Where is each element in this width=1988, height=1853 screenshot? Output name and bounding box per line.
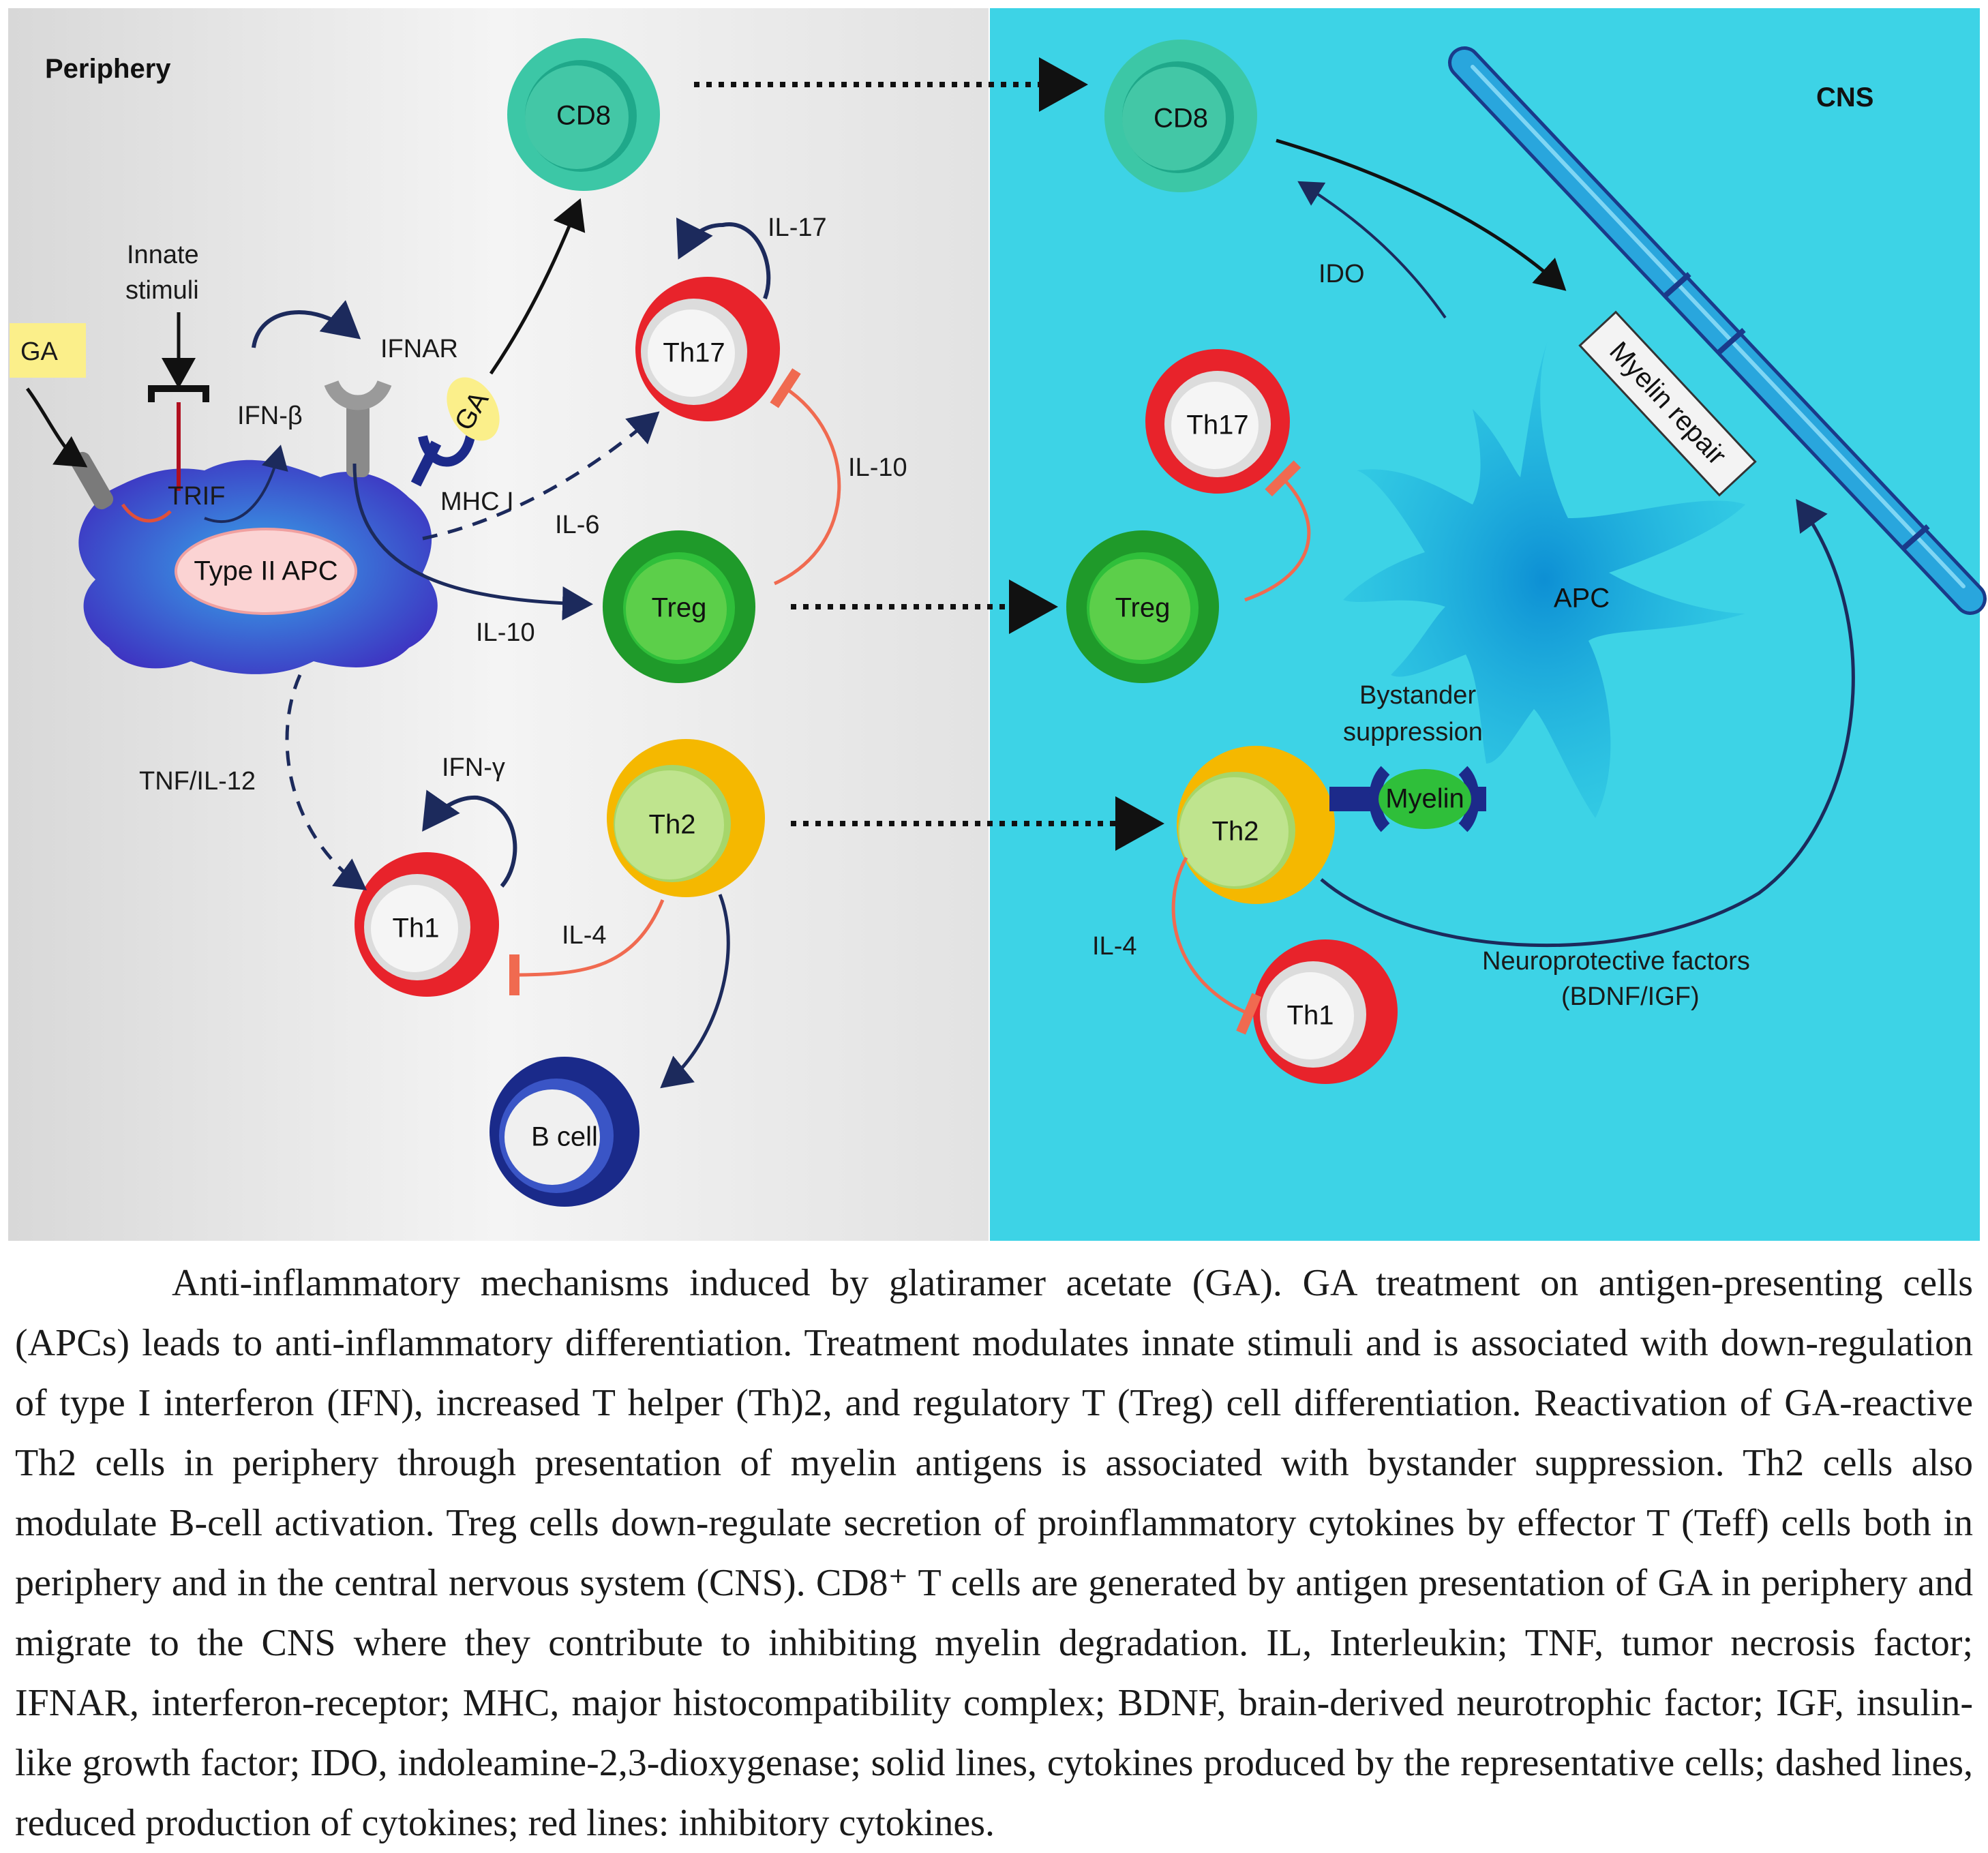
th2-th1-inhibit: [509, 899, 665, 996]
ga-label: GA: [20, 337, 59, 366]
cd8-cns-label: CD8: [1154, 104, 1208, 134]
th1-periphery-label: Th1: [393, 914, 440, 944]
ifnar-receptor: [324, 380, 392, 477]
neuroprotective-arrow: [1320, 498, 1855, 948]
bystander-label-2: suppression: [1343, 718, 1483, 747]
ifnb-arrow: [252, 300, 361, 348]
type2-apc-label: Type II APC: [194, 556, 337, 586]
mhc-cd8-arrow: [489, 198, 586, 375]
il4-periphery-label: IL-4: [562, 921, 606, 950]
periphery-label: Periphery: [45, 54, 171, 84]
th17-cns-cell: Th17: [1145, 349, 1290, 494]
treg-cns-label: Treg: [1115, 593, 1171, 623]
ido-label: IDO: [1319, 260, 1365, 288]
treg-periphery-cell: Treg: [603, 530, 755, 683]
innate-receptor: [148, 385, 209, 491]
th1-cns-cell: Th1: [1253, 939, 1398, 1084]
innate-stimuli-label-2: stimuli: [125, 276, 199, 305]
il6-label: IL-6: [555, 511, 599, 539]
il10-treg-label: IL-10: [848, 453, 907, 482]
neuroprotective-label-2: (BDNF/IGF): [1561, 982, 1700, 1011]
ifnar-label: IFNAR: [380, 335, 458, 363]
type2-apc-nucleus: [175, 528, 357, 615]
ido-arrow: [1297, 181, 1447, 319]
th2-cns-label: Th2: [1212, 817, 1259, 847]
th17-cns-label: Th17: [1186, 410, 1248, 440]
bystander-label-1: Bystander: [1359, 681, 1476, 710]
myelin-complex: Myelin: [1329, 766, 1486, 832]
b-cell: B cell: [490, 1057, 639, 1207]
diagram: Periphery CNS Myelin repair APC Type II …: [8, 8, 1987, 1241]
treg-th17-cns-inhibit: [1244, 460, 1311, 602]
trif-ifnb-arrow: [204, 445, 288, 523]
th17-periphery-cell: Th17: [635, 277, 780, 421]
cd8-periphery-label: CD8: [556, 101, 611, 131]
cns-label: CNS: [1816, 82, 1873, 112]
apc-treg-arrow: [352, 463, 593, 621]
innate-stimuli-label-1: Innate: [127, 241, 199, 269]
th17-autocrine: [676, 217, 771, 300]
trif-label: TRIF: [168, 482, 225, 511]
tnf-il12-label: TNF/IL-12: [139, 767, 256, 796]
treg-cns-cell: Treg: [1066, 530, 1219, 683]
ifn-beta-label: IFN-β: [237, 402, 303, 430]
th1-cns-label: Th1: [1287, 1001, 1334, 1031]
axon: [1448, 46, 1987, 615]
ifn-gamma-label: IFN-γ: [442, 753, 505, 782]
cd8-cns-cell: CD8: [1104, 40, 1257, 192]
treg-th17-inhibit: [770, 368, 841, 586]
myelin-label: Myelin: [1385, 784, 1464, 814]
cd8-myelin-arrow: [1276, 138, 1567, 291]
il17-label: IL-17: [768, 213, 827, 242]
apc-th17-dashed: [422, 411, 660, 541]
il4-cns-label: IL-4: [1092, 932, 1136, 961]
ga-box: [10, 323, 86, 378]
b-cell-label: B cell: [531, 1122, 598, 1152]
cd8-periphery-cell: CD8: [507, 38, 660, 191]
th2-cns-cell: Th2: [1177, 746, 1335, 904]
th2-bcell-arrow: [660, 894, 730, 1089]
th1-autocrine: [422, 789, 517, 888]
th1-periphery-cell: Th1: [355, 852, 499, 997]
th2-th1-cns-inhibit: [1171, 856, 1262, 1035]
mhc-label: MHC I: [440, 487, 514, 516]
th2-periphery-label: Th2: [649, 810, 696, 840]
ga-arrow: [25, 387, 88, 468]
th2-periphery-cell: Th2: [607, 739, 765, 897]
cns-apc-cell: [1343, 341, 1745, 818]
cns-apc-label: APC: [1554, 584, 1610, 614]
figure-caption: Anti-inflammatory mechanisms induced by …: [15, 1262, 1973, 1844]
mhc-receptor: [410, 435, 475, 487]
th17-periphery-label: Th17: [663, 338, 725, 368]
treg-periphery-label: Treg: [652, 593, 707, 623]
trif-inhibitor: [121, 503, 172, 523]
il10-apc-label: IL-10: [476, 618, 535, 647]
neuroprotective-label-1: Neuroprotective factors: [1482, 947, 1750, 976]
apc-th1-dashed: [285, 674, 367, 890]
ga-bound-mhc: [447, 377, 500, 441]
